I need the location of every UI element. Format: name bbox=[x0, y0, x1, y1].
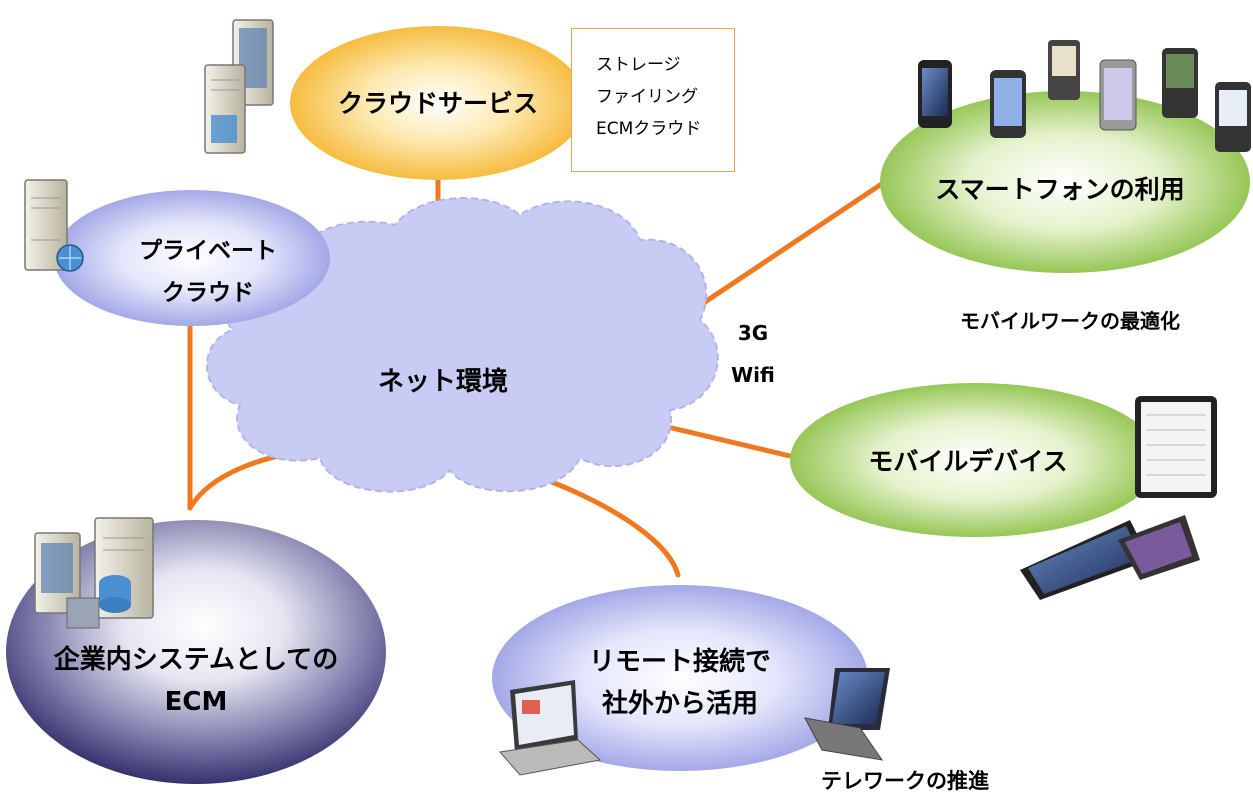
enterprise-label-line2: ECM bbox=[165, 687, 228, 717]
tablet-icon bbox=[1020, 515, 1200, 600]
smartphone-icon bbox=[1048, 40, 1080, 100]
line-net-mobile bbox=[669, 425, 793, 459]
server-icon bbox=[204, 19, 274, 154]
smartphone-ellipse bbox=[880, 91, 1250, 273]
line-net-smartphone bbox=[687, 172, 898, 315]
mobile-device-ellipse bbox=[790, 383, 1160, 537]
private-cloud-ellipse bbox=[54, 190, 330, 326]
private-cloud-label-line2: クラウド bbox=[162, 280, 254, 306]
private-cloud-label-line1: プライベート bbox=[139, 238, 277, 264]
tablet-icon bbox=[1135, 396, 1217, 498]
remote-label-line1: リモート接続で bbox=[589, 646, 771, 677]
smartphone-icons bbox=[918, 40, 1251, 152]
net-cloud bbox=[206, 197, 719, 493]
smartphone-icon bbox=[990, 70, 1026, 138]
server-icon bbox=[34, 517, 154, 629]
smartphone-icon bbox=[1099, 59, 1137, 131]
remote-ellipse bbox=[492, 585, 868, 771]
annotation-mobile-work: モバイルワークの最適化 bbox=[960, 309, 1180, 333]
cloud-services-item-ecm-cloud: ECMクラウド bbox=[596, 119, 702, 139]
cloud-service-ellipse bbox=[290, 26, 586, 180]
laptop-icon bbox=[804, 668, 890, 761]
remote-label-line2: 社外から活用 bbox=[602, 688, 758, 719]
smartphone-icon bbox=[918, 60, 952, 128]
cloud-services-item-storage: ストレージ bbox=[596, 55, 681, 75]
mobile-device-label: モバイルデバイス bbox=[868, 447, 1067, 476]
cloud-services-box: ストレージ ファイリング ECMクラウド bbox=[571, 28, 735, 172]
smartphone-icon bbox=[1162, 48, 1198, 118]
server-icon bbox=[24, 179, 84, 272]
smartphone-label: スマートフォンの利用 bbox=[935, 175, 1184, 204]
cloud-services-item-filing: ファイリング bbox=[596, 87, 698, 107]
cloud-service-label: クラウドサービス bbox=[338, 89, 538, 118]
network-label-wifi: Wifi bbox=[731, 363, 775, 387]
network-label-3g: 3G bbox=[738, 321, 768, 345]
net-label: ネット環境 bbox=[378, 366, 508, 397]
smartphone-icon bbox=[1215, 82, 1251, 152]
enterprise-label-line1: 企業内システムとしての bbox=[54, 644, 338, 675]
annotation-telework: テレワークの推進 bbox=[821, 769, 989, 793]
laptop-icon bbox=[499, 680, 602, 776]
